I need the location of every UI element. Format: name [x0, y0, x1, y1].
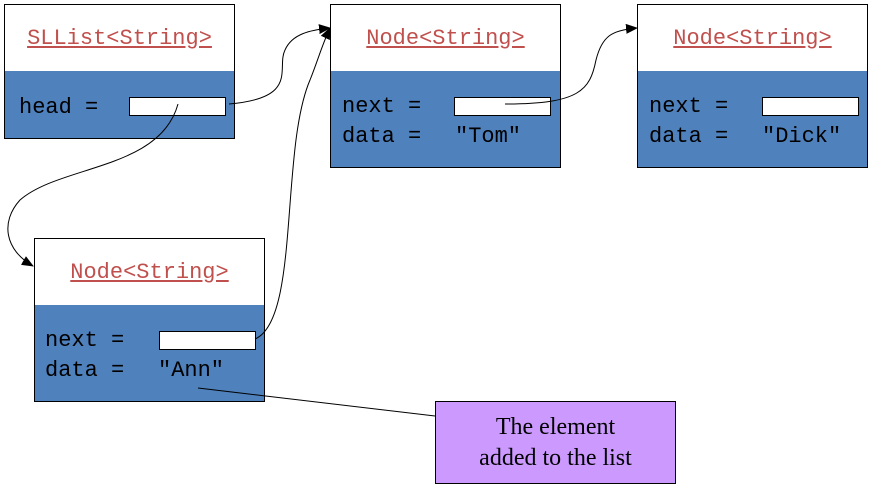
- head-to-ann-arrow: [7, 103, 179, 267]
- node-ann-title: Node<String>: [70, 259, 229, 285]
- node-ann-fields: next = data = "Ann": [35, 305, 264, 401]
- sllist-title: SLList<String>: [27, 25, 212, 51]
- node-ann-data-label: data =: [45, 358, 125, 383]
- callout-line-2: added to the list: [479, 444, 632, 471]
- node-dick-next-slot: [762, 97, 859, 116]
- node-ann-next-label: next =: [45, 328, 125, 353]
- node-dick-data-label: data =: [649, 124, 729, 149]
- node-tom-next-label: next =: [342, 94, 422, 119]
- node-ann-data-value: "Ann": [158, 358, 225, 383]
- node-tom-fields: next = data = "Tom": [331, 71, 560, 167]
- head-to-tom-arrow: [228, 24, 331, 105]
- callout-line-1: The element: [495, 413, 616, 440]
- sllist-fields: head =: [5, 71, 234, 138]
- ann-to-tom-arrow: [254, 27, 331, 340]
- node-dick-next-label: next =: [649, 94, 729, 119]
- callout-box: The element added to the list: [435, 401, 676, 484]
- sllist-box: SLList<String> head =: [4, 4, 235, 139]
- node-dick-title: Node<String>: [673, 25, 832, 51]
- tom-to-dick-arrow: [504, 23, 638, 105]
- head-label: head =: [19, 95, 99, 120]
- node-tom-data-value: "Tom": [455, 124, 522, 149]
- node-tom-box: Node<String> next = data = "Tom": [330, 4, 561, 168]
- node-tom-next-slot: [454, 97, 551, 116]
- node-tom-data-label: data =: [342, 124, 422, 149]
- node-dick-header: Node<String>: [638, 5, 867, 72]
- node-ann-next-slot: [159, 331, 256, 350]
- node-ann-box: Node<String> next = data = "Ann": [34, 238, 265, 402]
- node-dick-box: Node<String> next = data = "Dick": [637, 4, 868, 168]
- node-tom-title: Node<String>: [366, 25, 525, 51]
- node-dick-fields: next = data = "Dick": [638, 71, 867, 167]
- callout-leader-line: [197, 387, 436, 417]
- node-dick-data-value: "Dick": [762, 124, 842, 149]
